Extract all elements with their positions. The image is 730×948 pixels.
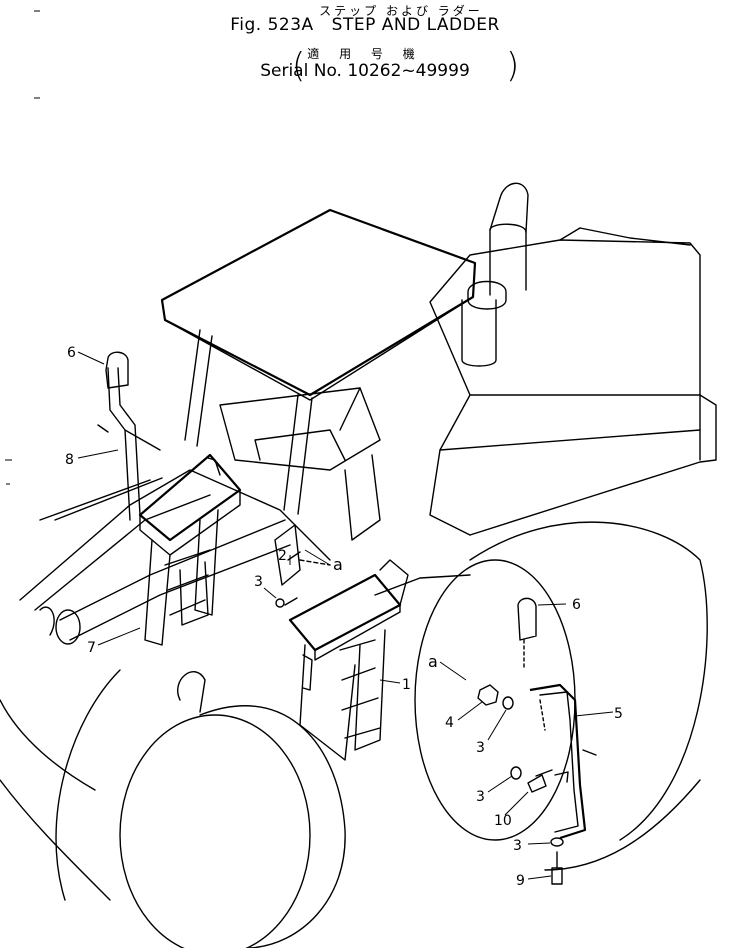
serial-range: Serial No. 10262~49999 bbox=[260, 61, 470, 81]
figure-name: STEP AND LADDER bbox=[331, 15, 500, 35]
callout-3-r3: 3 bbox=[513, 838, 522, 854]
right-paren: ) bbox=[506, 46, 520, 86]
applicable-japanese: 適 用 号 機 bbox=[307, 47, 423, 61]
callout-9: 9 bbox=[516, 873, 525, 889]
figure-title: Fig. 523A STEP AND LADDER bbox=[0, 15, 730, 35]
callout-8: 8 bbox=[65, 452, 74, 468]
callout-6-right: 6 bbox=[572, 597, 581, 613]
machine-body bbox=[0, 182, 717, 948]
callout-6-left: 6 bbox=[67, 345, 76, 361]
right-step-ladder bbox=[274, 524, 409, 761]
callout-3-mid: 3 bbox=[254, 574, 263, 590]
callout-2: 2 bbox=[278, 548, 287, 564]
leader-lines bbox=[77, 351, 614, 880]
callout-a-top: a bbox=[333, 555, 343, 574]
callout-a-right: a bbox=[428, 652, 438, 671]
page-marks bbox=[5, 10, 40, 485]
callout-labels: 6 8 7 2 3 a 1 6 a 5 4 3 3 10 3 9 bbox=[65, 345, 623, 889]
figure-number: Fig. 523A bbox=[230, 15, 314, 35]
callout-5: 5 bbox=[614, 706, 623, 722]
title-japanese: ステップ および ラダー bbox=[319, 4, 483, 18]
callout-1: 1 bbox=[402, 677, 411, 693]
callout-10: 10 bbox=[494, 813, 512, 829]
callout-3-r2: 3 bbox=[476, 789, 485, 805]
callout-4: 4 bbox=[445, 715, 454, 731]
right-handrail-assembly bbox=[477, 597, 597, 885]
callout-7: 7 bbox=[87, 640, 96, 656]
callout-3-r1: 3 bbox=[476, 740, 485, 756]
left-step-ladder bbox=[97, 351, 242, 646]
left-paren: ( bbox=[292, 46, 306, 86]
